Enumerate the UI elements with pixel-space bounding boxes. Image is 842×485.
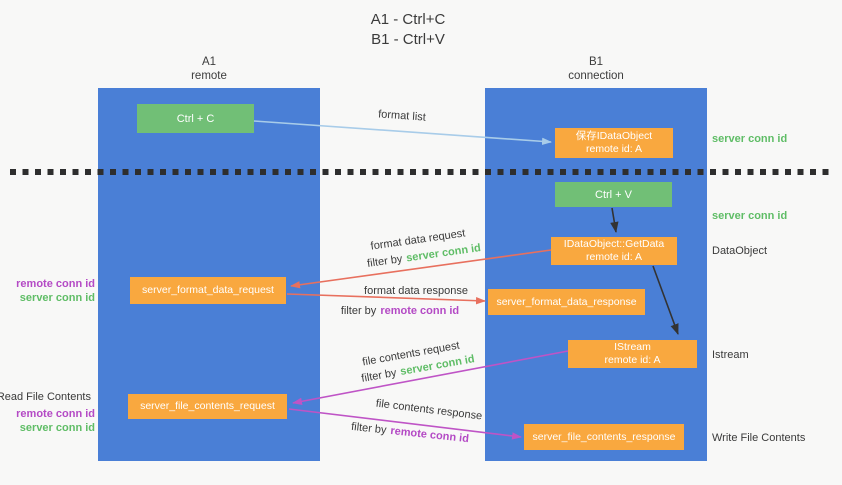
node-ctrl-v: Ctrl + V bbox=[555, 182, 672, 207]
column-a1-name: A1 bbox=[201, 56, 217, 68]
node-saved-dataobject-line2: remote id: A bbox=[585, 143, 643, 155]
server-conn-id-text: server conn id bbox=[19, 422, 95, 434]
format-list-arrow bbox=[253, 120, 552, 146]
node-ctrl-c: Ctrl + C bbox=[137, 104, 254, 133]
node-idataobject-getdata-line2: remote id: A bbox=[585, 251, 643, 263]
column-header-a1: A1 remote bbox=[98, 55, 320, 83]
title-line-1: A1 - Ctrl+C bbox=[370, 11, 446, 28]
node-saved-dataobject-line1: 保存IDataObject bbox=[575, 130, 653, 142]
node-ctrl-c-label: Ctrl + C bbox=[176, 112, 215, 125]
column-header-b1: B1 connection bbox=[485, 55, 707, 83]
node-istream-line1: IStream bbox=[614, 341, 651, 353]
column-b1-role: connection bbox=[568, 70, 624, 82]
title-line-2: B1 - Ctrl+V bbox=[371, 31, 445, 48]
node-server-file-contents-request-label: server_file_contents_request bbox=[140, 400, 275, 412]
format-data-response-arrow bbox=[286, 293, 486, 305]
file-contents-response-arrow bbox=[288, 408, 522, 440]
filter-by-text: filter by bbox=[340, 305, 377, 317]
getdata-to-istream-arrow bbox=[652, 265, 679, 335]
remote-conn-id-text: remote conn id bbox=[16, 408, 95, 420]
column-a1-role: remote bbox=[191, 70, 227, 82]
label-read-file-contents: Read File Contents bbox=[0, 391, 91, 403]
server-conn-id-text: server conn id bbox=[19, 292, 95, 304]
ctrlv-to-getdata-arrow bbox=[610, 207, 619, 233]
diagram-title: A1 - Ctrl+C B1 - Ctrl+V bbox=[308, 10, 508, 50]
label-left-conn-ids-bottom: remote conn id server conn id bbox=[16, 407, 95, 435]
node-saved-dataobject: 保存IDataObject remote id: A bbox=[555, 128, 673, 158]
node-ctrl-v-label: Ctrl + V bbox=[595, 188, 632, 201]
label-right-server-conn-id-1: server conn id bbox=[712, 133, 788, 145]
label-write-file-contents: Write File Contents bbox=[712, 432, 806, 444]
column-b1-name: B1 bbox=[588, 56, 604, 68]
label-istream: Istream bbox=[712, 349, 749, 361]
label-dataobject: DataObject bbox=[712, 245, 768, 257]
node-server-file-contents-response-label: server_file_contents_response bbox=[532, 430, 676, 443]
node-istream-line2: remote id: A bbox=[604, 354, 661, 366]
node-server-file-contents-request: server_file_contents_request bbox=[128, 394, 287, 419]
remote-conn-id-text: remote conn id bbox=[380, 305, 460, 317]
node-istream: IStream remote id: A bbox=[568, 340, 697, 368]
node-server-format-data-response: server_format_data_response bbox=[488, 289, 645, 315]
node-idataobject-getdata-line1: IDataObject::GetData bbox=[563, 238, 665, 250]
format-data-request-arrow bbox=[290, 249, 552, 289]
label-left-conn-ids-top: remote conn id server conn id bbox=[16, 277, 95, 305]
node-server-format-data-request: server_format_data_request bbox=[130, 277, 286, 304]
label-right-server-conn-id-2: server conn id bbox=[712, 210, 788, 222]
remote-conn-id-text: remote conn id bbox=[16, 278, 95, 290]
node-idataobject-getdata: IDataObject::GetData remote id: A bbox=[551, 237, 677, 265]
node-server-format-data-response-label: server_format_data_response bbox=[496, 295, 637, 308]
file-contents-request-arrow bbox=[292, 350, 569, 405]
label-format-data-response: format data response bbox=[364, 285, 468, 297]
node-server-format-data-request-label: server_format_data_request bbox=[142, 284, 274, 296]
node-server-file-contents-response: server_file_contents_response bbox=[524, 424, 684, 450]
session-divider-dashed-line bbox=[10, 169, 832, 175]
